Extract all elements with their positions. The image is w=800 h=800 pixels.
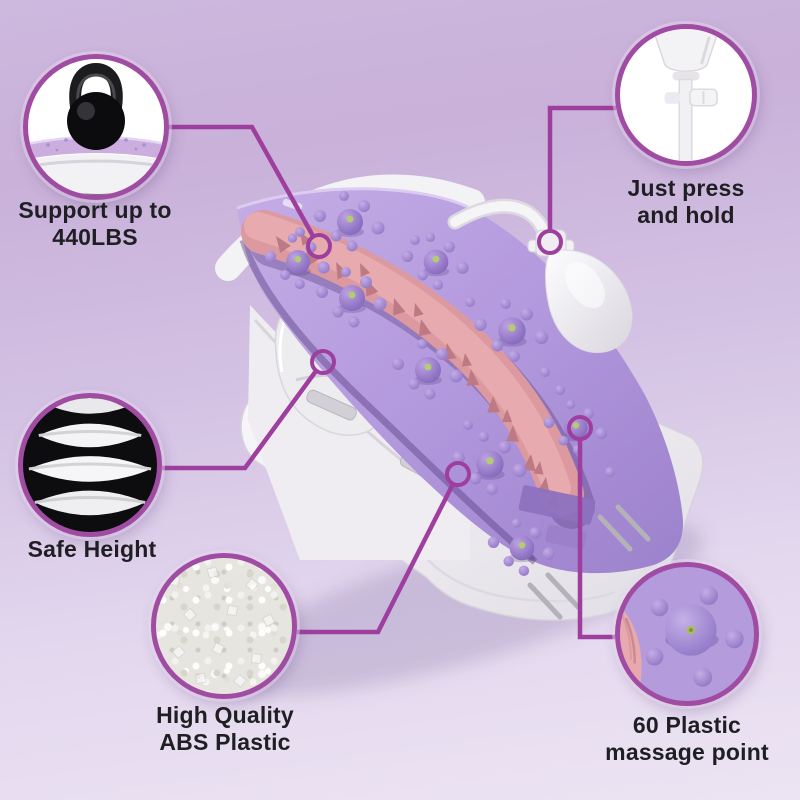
massage-photo-circle [615, 562, 759, 706]
base-rails [527, 504, 651, 620]
leader-line-pump [547, 105, 616, 231]
massage-nubs [264, 191, 615, 577]
leader-line-massage [577, 439, 615, 640]
safe-height-label: Safe Height [27, 536, 157, 562]
leader-line-support [168, 124, 315, 238]
spine-strip [241, 210, 595, 529]
ring-marker-abs [445, 461, 471, 487]
support-photo-circle [23, 54, 169, 200]
panel-slot [518, 485, 596, 525]
abs-photo-circle [151, 553, 297, 699]
safe-height-photo-circle [18, 393, 162, 537]
ring-marker-support [306, 233, 332, 259]
massage-points-icon [620, 586, 744, 690]
pump-photo-circle [615, 24, 757, 166]
inflation-valve-icon [654, 29, 718, 161]
massage-label: 60 Plastic massage point [605, 712, 769, 765]
leader-line-safe-height [162, 369, 318, 471]
kettlebell-on-stretcher-icon [28, 62, 164, 195]
ring-marker-safe-height [310, 349, 336, 375]
abs-pellets-icon [168, 566, 276, 688]
base-slot [306, 389, 357, 421]
hand-pump [447, 198, 633, 353]
pump-label: Just press and hold [627, 175, 745, 228]
support-label: Support up to 440LBS [18, 197, 172, 250]
panel-slot [545, 524, 588, 550]
leader-line-abs [297, 482, 456, 635]
ring-marker-massage [567, 415, 593, 441]
stacked-cushions-icon [28, 398, 152, 516]
ring-marker-pump [537, 229, 563, 255]
abs-label: High Quality ABS Plastic [156, 702, 294, 755]
